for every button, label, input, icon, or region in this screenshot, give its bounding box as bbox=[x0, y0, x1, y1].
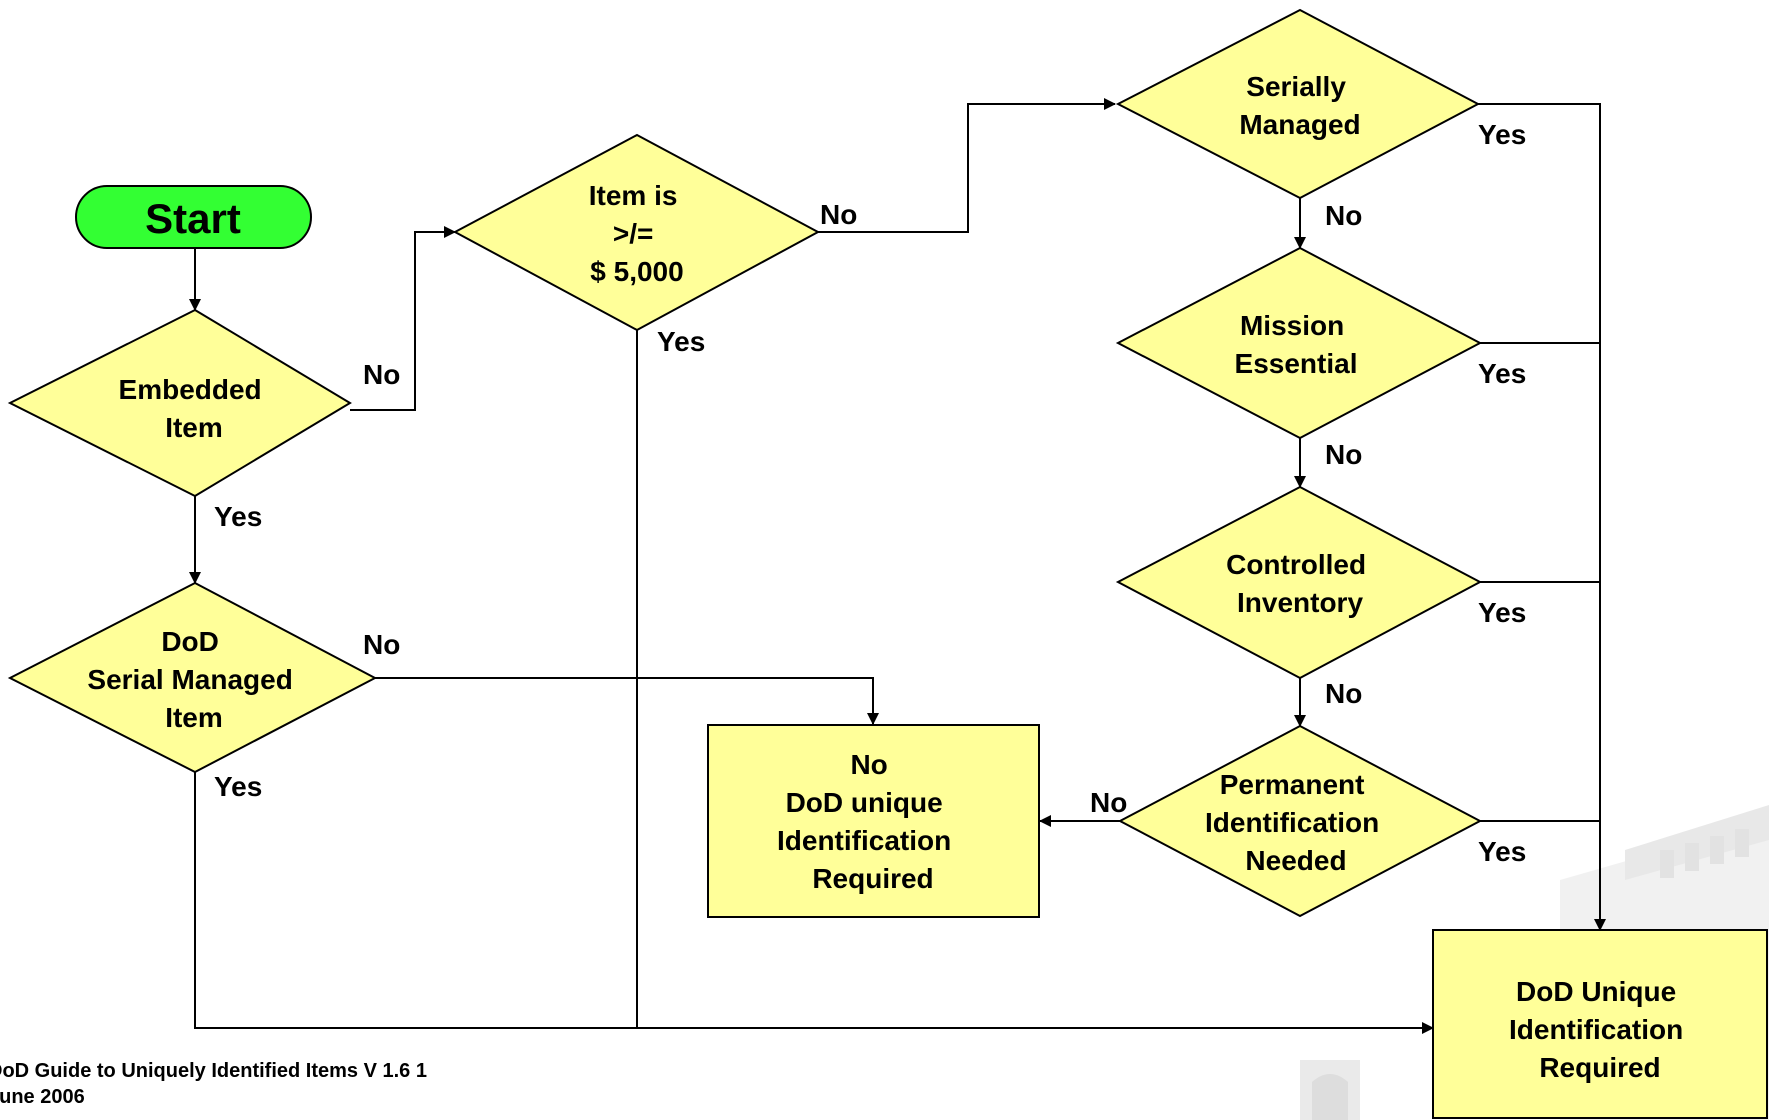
serially-managed-decision: Serially Managed bbox=[1115, 8, 1481, 200]
permanent-identification-decision: Permanent Identification Needed bbox=[1117, 724, 1483, 918]
value-threshold-label: Item is >/= $ 5,000 bbox=[589, 180, 685, 287]
uid-required-box: DoD Unique Identification Required bbox=[1432, 929, 1768, 1119]
value-threshold-decision: Item is >/= $ 5,000 bbox=[452, 133, 821, 332]
serially-yes-label: Yes bbox=[1478, 119, 1526, 150]
mission-essential-decision: Mission Essential bbox=[1115, 246, 1483, 440]
edge-value-no bbox=[818, 98, 1116, 233]
edge-labels: No Yes No Yes No Yes Yes No Yes No Yes N… bbox=[214, 119, 1526, 867]
start-label: Start bbox=[145, 195, 241, 242]
no-uid-required-label: No DoD unique Identification Required bbox=[777, 749, 959, 894]
dod-serial-managed-decision: DoD Serial Managed Item bbox=[7, 581, 378, 774]
edge-dod-serial-no bbox=[375, 677, 879, 725]
footer-source: DoD Guide to Uniquely Identified Items V… bbox=[0, 1060, 427, 1082]
edge-embedded-no bbox=[350, 226, 456, 411]
embedded-yes-label: Yes bbox=[214, 501, 262, 532]
start-node: Start bbox=[75, 185, 312, 249]
mission-essential-label: Mission Essential bbox=[1235, 310, 1358, 379]
no-uid-required-box: No DoD unique Identification Required bbox=[707, 724, 1040, 918]
permanent-yes-label: Yes bbox=[1478, 836, 1526, 867]
embedded-item-label: Embedded Item bbox=[119, 374, 270, 443]
controlled-no-label: No bbox=[1325, 678, 1362, 709]
serially-managed-label: Serially Managed bbox=[1239, 71, 1360, 140]
controlled-inventory-label: Controlled Inventory bbox=[1226, 549, 1374, 618]
embedded-no-label: No bbox=[363, 359, 400, 390]
controlled-yes-label: Yes bbox=[1478, 597, 1526, 628]
value-yes-label: Yes bbox=[657, 326, 705, 357]
connectors bbox=[189, 98, 1606, 1034]
serially-no-label: No bbox=[1325, 200, 1362, 231]
controlled-inventory-decision: Controlled Inventory bbox=[1115, 485, 1483, 680]
dod-serial-managed-label: DoD Serial Managed Item bbox=[87, 626, 300, 733]
uid-required-label: DoD Unique Identification Required bbox=[1509, 976, 1691, 1083]
mission-no-label: No bbox=[1325, 439, 1362, 470]
value-no-label: No bbox=[820, 199, 857, 230]
embedded-item-decision: Embedded Item bbox=[7, 308, 352, 498]
edge-dod-serial-yes bbox=[194, 772, 1434, 1034]
permanent-no-label: No bbox=[1090, 787, 1127, 818]
dod-serial-yes-label: Yes bbox=[214, 771, 262, 802]
footer: DoD Guide to Uniquely Identified Items V… bbox=[0, 1060, 427, 1108]
dod-serial-no-label: No bbox=[363, 629, 400, 660]
mission-yes-label: Yes bbox=[1478, 358, 1526, 389]
permanent-identification-label: Permanent Identification Needed bbox=[1205, 769, 1387, 876]
edge-serially-yes bbox=[1478, 103, 1606, 931]
footer-date: June 2006 bbox=[0, 1086, 85, 1108]
